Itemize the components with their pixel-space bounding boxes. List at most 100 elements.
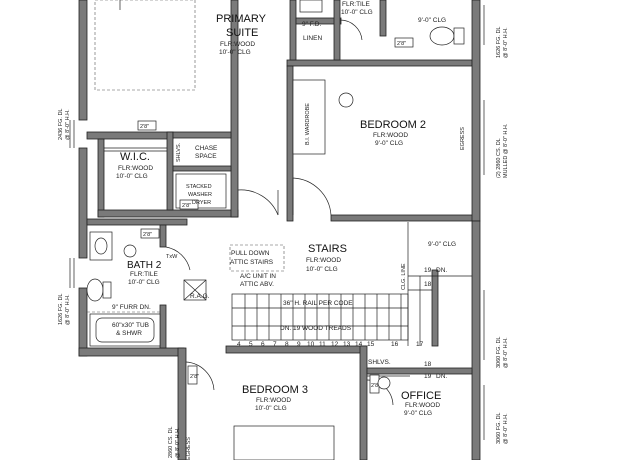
bedroom3-floor: FLR:WOOD	[256, 397, 291, 404]
wall-bath2-right-upper	[159, 224, 167, 248]
smoke-detector-bath2	[123, 244, 137, 258]
wall-left-upper	[78, 0, 88, 121]
office-clg: 9'-0" CLG	[404, 410, 432, 417]
wall-topbath-mid	[379, 0, 387, 37]
primary-suite-name-1: PRIMARY	[216, 13, 267, 25]
primary-bed-outline	[94, 0, 196, 91]
wall-bath2-right-lower	[159, 304, 167, 349]
wall-linen-right	[333, 0, 341, 61]
wall-bed2-left	[286, 65, 294, 222]
window-bed3-1: 2860 CS. DL	[168, 427, 174, 459]
smoke-detector-bed2	[338, 92, 354, 108]
furr-label: 9" FURR DN.	[112, 304, 151, 311]
office-floor: FLR:WOOD	[405, 402, 440, 409]
wardrobe-block	[292, 79, 326, 155]
bedroom2-name: BEDROOM 2	[360, 119, 426, 131]
bedroom2-clg: 9'-0" CLG	[375, 140, 403, 147]
primary-suite-name-2: SUITE	[226, 27, 258, 39]
annotations: 9'-0" CLG 9'-0" CLG 9" F.D. LINEN B.I. W…	[58, 17, 509, 460]
attic-hatch	[229, 244, 285, 272]
dn-label-b: DN.	[436, 373, 447, 380]
wall-wic-right	[166, 131, 174, 211]
step-18-a: 18	[424, 281, 432, 288]
pull-down-1: PULL DOWN	[231, 250, 270, 257]
stair-num-5: 5	[249, 341, 253, 348]
txw-label: TxW	[166, 254, 178, 260]
wall-bath2-bottom	[78, 347, 185, 357]
wic-clg: 10'-0" CLG	[116, 173, 148, 180]
office-name: OFFICE	[401, 390, 441, 402]
window-left-1b: @ 8'-0" H.H.	[65, 109, 71, 140]
chase-label-1: CHASE	[195, 145, 218, 152]
bedroom3-clg: 10'-0" CLG	[255, 405, 287, 412]
door-tag-4: 2'8"	[182, 203, 191, 209]
wall-left-mid	[78, 147, 88, 259]
top-ceiling-note: 9'-0" CLG	[418, 17, 446, 24]
door-tags: 2'8" 2'8" 2'8" 2'8" 2'8" 2'8"	[123, 37, 414, 394]
wall-wic-bottom	[97, 209, 239, 218]
top-bath-floor: FLR:TILE	[342, 1, 370, 8]
stair-num-9: 9	[297, 341, 301, 348]
window-right-4a: 3060 FG. DL	[496, 413, 502, 445]
tub-label-1: 60"x30" TUB	[112, 322, 149, 329]
dn-19b: 19	[424, 373, 432, 380]
stair-num-6: 6	[261, 341, 265, 348]
egress-right: EGRESS	[460, 127, 466, 150]
window-bed2-1: (2) 2860 CS. DL	[496, 138, 502, 178]
stair-num-11: 11	[319, 341, 326, 348]
stair-num-7: 7	[273, 341, 277, 348]
smoke-detector-office	[377, 376, 391, 390]
stairs-clg: 10'-0" CLG	[306, 266, 338, 273]
wall-chase-top	[172, 131, 232, 139]
window-right-3b: @ 8'-0" H.H.	[503, 337, 509, 368]
door-swing-bath2	[165, 246, 191, 271]
window-left-2b: @ 8'-0" H.H.	[65, 294, 71, 325]
bath2-name: BATH 2	[127, 260, 162, 271]
door-swing-topbath	[339, 19, 363, 41]
stair-num-8: 8	[285, 341, 289, 348]
wall-office-left	[359, 345, 368, 460]
window-left-2a: 1626 FG. DL	[58, 294, 64, 326]
stair-num-10: 10	[307, 341, 315, 348]
tub-label-2: & SHWR	[116, 330, 142, 337]
chase-label-2: SPACE	[195, 153, 217, 160]
clg-line: CLG. LINE	[401, 263, 407, 290]
wall-left-lower	[78, 287, 88, 357]
bed3-bed	[233, 425, 335, 460]
rail-note: 36" H. RAIL PER CODE	[283, 300, 353, 307]
bedroom3-name: BEDROOM 3	[242, 384, 308, 396]
wall-right-upper	[471, 0, 481, 222]
wall-chase-bottom	[172, 165, 232, 172]
dn-19: 19	[424, 267, 432, 274]
wall-wic-top	[86, 131, 174, 140]
wall-fd-bottom	[295, 17, 342, 25]
stair-step-numbers: 4 5 6 7 8 9 10 11 12 13 14 15 16 17	[237, 341, 424, 348]
stair-num-14: 14	[355, 341, 363, 348]
stairs-floor: FLR:WOOD	[306, 257, 341, 264]
stair-num-16: 16	[391, 341, 399, 348]
door-swing-hall-1	[237, 189, 279, 216]
fixtures	[86, 0, 465, 347]
office-shelves: SHLVS.	[368, 359, 391, 366]
treads-note: DN. 19 WOOD TREADS	[280, 325, 352, 332]
wic-name: W.I.C.	[120, 151, 150, 163]
bedroom2-floor: FLR:WOOD	[373, 132, 408, 139]
stair-ceiling-note: 9'-0" CLG	[428, 241, 456, 248]
step-18-b: 18	[424, 361, 432, 368]
wic-shelves: SHLVS.	[176, 142, 182, 162]
wic-floor: FLR:WOOD	[118, 165, 153, 172]
door-tag-3: 2'8"	[397, 41, 406, 47]
bath2-clg: 10'-0" CLG	[128, 279, 160, 286]
top-sink	[299, 0, 323, 13]
linework	[69, 0, 485, 460]
door-tag-5: 2'8"	[190, 374, 199, 380]
rag-label: R.A.G.	[190, 293, 210, 300]
door-swing-bed3	[185, 361, 215, 391]
ac-1: A/C UNIT IN	[240, 273, 276, 280]
wall-bath2-top	[86, 218, 188, 226]
wall-bed3-left	[177, 347, 187, 460]
primary-suite-clg: 10'-0" CLG	[219, 49, 251, 56]
rag-box	[183, 279, 207, 301]
top-toilet	[429, 26, 455, 46]
